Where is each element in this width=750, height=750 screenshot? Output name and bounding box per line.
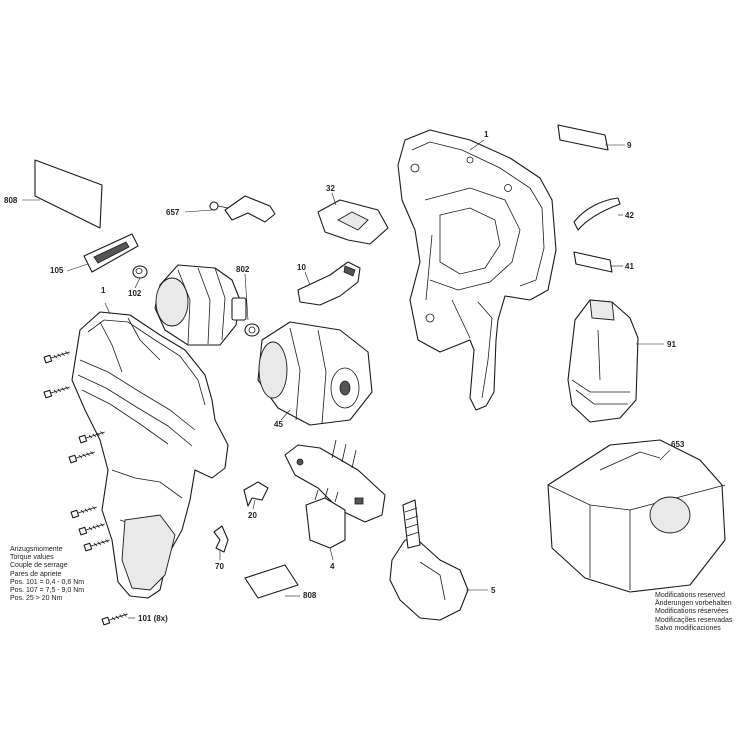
torque-line-2: Torque values <box>10 554 54 562</box>
callout-653: 653 <box>671 440 685 449</box>
electronics-4[interactable] <box>284 439 386 549</box>
torque-line-3: Couple de serrage <box>10 562 68 570</box>
clip-20[interactable] <box>243 481 269 507</box>
screws-101[interactable] <box>43 349 129 626</box>
knob-102[interactable] <box>132 265 148 279</box>
callout-10: 10 <box>297 263 306 272</box>
modifications-note: Modifications reserved Änderungen vorbeh… <box>655 592 732 633</box>
plate-42[interactable] <box>573 197 621 231</box>
callout-91: 91 <box>667 340 676 349</box>
mod-line-4: Modificações reservadas <box>655 616 733 624</box>
plate-9[interactable] <box>557 124 609 151</box>
callout-9: 9 <box>627 141 632 150</box>
mod-line-1: Modifications reserved <box>655 592 726 599</box>
callout-808-top: 808 <box>4 196 18 205</box>
callout-102: 102 <box>128 289 142 298</box>
callout-70: 70 <box>215 562 224 571</box>
housing-half-right[interactable] <box>397 129 557 411</box>
motor-gearbox[interactable] <box>154 264 260 346</box>
callout-1-housing-left: 1 <box>101 286 106 295</box>
callout-101: 101 (8x) <box>138 614 168 623</box>
battery-91[interactable] <box>567 299 639 423</box>
callout-657: 657 <box>166 208 180 217</box>
gearbox-45[interactable] <box>257 321 373 426</box>
spring-70[interactable] <box>213 525 229 553</box>
leader-lines <box>22 139 671 619</box>
callout-20: 20 <box>248 511 257 520</box>
callout-105: 105 <box>50 266 64 275</box>
torque-line-5: Pos. 101 = 0,4 - 0,6 Nm <box>10 578 85 586</box>
callout-808-bottom: 808 <box>303 591 317 600</box>
torque-line-4: Pares de apriete <box>10 570 62 578</box>
callout-5: 5 <box>491 586 496 595</box>
callout-1-housing-right: 1 <box>484 130 489 139</box>
mod-line-3: Modifications réservées <box>655 608 729 616</box>
torque-line-1: Anzugsmomente <box>10 546 63 553</box>
housing-half-left[interactable] <box>71 311 229 599</box>
cover-32[interactable] <box>317 199 389 245</box>
label-808-bottom[interactable] <box>244 564 299 599</box>
contact-holder-5[interactable] <box>389 499 469 621</box>
slider-10[interactable] <box>297 261 361 306</box>
mod-line-2: Änderungen vorbehalten <box>655 600 732 608</box>
torque-line-6: Pos. 107 = 7,5 - 9,0 Nm <box>10 587 85 595</box>
callout-4: 4 <box>330 562 335 571</box>
plate-41[interactable] <box>573 251 613 273</box>
callout-42: 42 <box>625 211 634 220</box>
callout-45: 45 <box>274 420 283 429</box>
torque-line-7: Pos. 25 > 20 Nm <box>10 595 63 603</box>
switch-105[interactable] <box>83 233 139 273</box>
torque-values-note: Anzugsmomente Torque values Couple de se… <box>10 546 84 603</box>
charger-653[interactable] <box>547 439 726 593</box>
callout-802: 802 <box>236 265 250 274</box>
callout-32: 32 <box>326 184 335 193</box>
callout-41: 41 <box>625 262 634 271</box>
bracket-657[interactable] <box>209 195 276 223</box>
mod-line-5: Salvo modificaciones <box>655 624 721 632</box>
label-808-top[interactable] <box>34 159 103 229</box>
